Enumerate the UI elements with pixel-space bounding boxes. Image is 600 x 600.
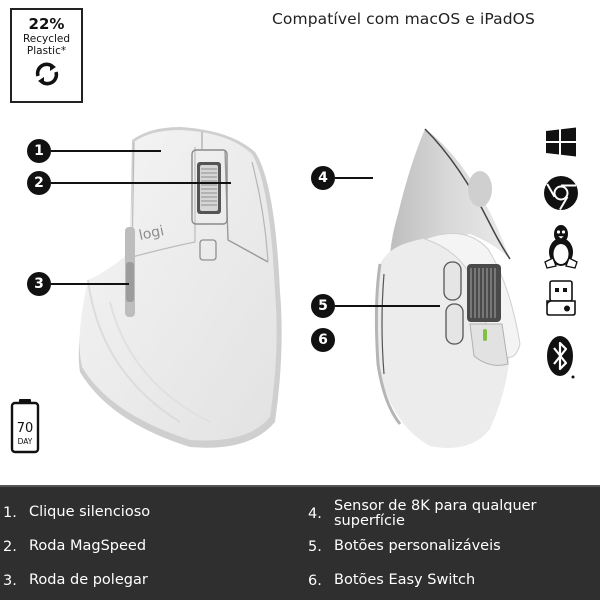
feature-number: 4. [308,506,322,522]
feature-item-2: 2. Roda MagSpeed [3,538,147,556]
recycle-arrows-icon [35,62,58,86]
callout-2: 2 [27,171,231,195]
feature-item-5: 5. Botões personalizáveis [308,538,501,556]
callout-1: 1 [27,139,161,163]
callout-4: 4 [311,166,373,190]
feature-label: Sensor de 8K para qualquer superfície [334,498,537,529]
svg-text:logi: logi [138,223,166,244]
feature-label: Botões personalizáveis [334,538,501,554]
mouse-top-view: logi [78,127,282,448]
product-image: 22% Recycled Plastic* Compatível com mac… [10,8,579,458]
feature-number: 3. [3,573,17,589]
compatibility-text: Compatível com macOS e iPadOS [272,10,535,28]
callout-line [51,283,129,285]
svg-text:DAY: DAY [18,437,33,446]
windows-icon [543,127,579,157]
callout-number: 1 [27,139,51,163]
recycled-percent: 22% [28,15,65,33]
feature-number: 2. [3,539,17,555]
svg-text:70: 70 [17,421,34,436]
callout-6: 6 [311,328,335,352]
callout-number: 2 [27,171,51,195]
feature-label: Clique silencioso [29,504,151,520]
callout-line [51,182,231,184]
feature-item-1: 1. Clique silencioso [3,504,151,522]
callout-number: 5 [311,294,335,318]
feature-item-4: 4. Sensor de 8K para qualquer superfície [308,499,537,529]
feature-number: 5. [308,539,322,555]
callout-number: 6 [311,328,335,352]
feature-label: Roda MagSpeed [29,538,147,554]
feature-list: 1. Clique silencioso 2. Roda MagSpeed 3.… [0,485,600,600]
usb-receiver-icon [543,280,579,316]
feature-label: Roda de polegar [29,572,148,588]
recycled-label-line1: Recycled [22,33,71,45]
callout-number: 3 [27,272,51,296]
feature-number: 1. [3,505,17,521]
feature-item-3: 3. Roda de polegar [3,572,148,590]
feature-number: 6. [308,573,322,589]
battery-life-badge: 70 DAY [10,398,40,458]
feature-label: Botões Easy Switch [334,572,476,588]
mouse-side-view [374,128,521,448]
linux-tux-icon [543,224,579,270]
callout-line [51,150,161,152]
recycled-label-line2: Plastic* [26,45,67,57]
recycled-plastic-badge: 22% Recycled Plastic* [10,8,83,103]
battery-icon: 70 DAY [10,399,40,454]
callout-line [335,305,440,307]
chrome-icon [543,175,579,211]
callout-line [335,177,373,179]
callout-number: 4 [311,166,335,190]
feature-item-6: 6. Botões Easy Switch [308,572,476,590]
callout-5: 5 [311,294,440,318]
bluetooth-icon [543,335,579,379]
callout-3: 3 [27,272,129,296]
